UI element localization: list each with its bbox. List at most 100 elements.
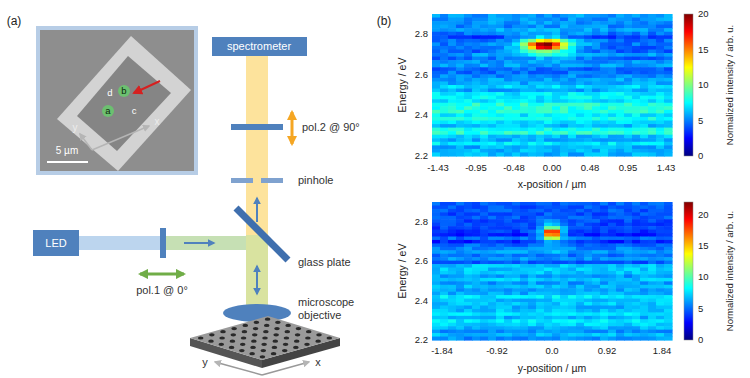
heatmap-cell bbox=[664, 60, 673, 64]
heatmap-cell bbox=[440, 281, 449, 285]
heatmap-cell bbox=[504, 28, 513, 32]
heatmap-cell bbox=[480, 226, 489, 230]
heatmap-cell bbox=[480, 212, 489, 216]
heatmap-cell bbox=[624, 99, 633, 103]
heatmap-cell bbox=[472, 21, 481, 25]
heatmap-cell bbox=[480, 254, 489, 258]
heatmap-cell bbox=[600, 138, 609, 142]
heatmap-cell bbox=[496, 209, 505, 213]
heatmap-cell bbox=[552, 243, 561, 247]
heatmap-cell bbox=[528, 25, 537, 29]
heatmap-cell bbox=[464, 85, 473, 89]
heatmap-cell bbox=[632, 25, 641, 29]
heatmap-cell bbox=[552, 219, 561, 223]
heatmap-cell bbox=[512, 117, 521, 121]
heatmap-cell bbox=[440, 85, 449, 89]
heatmap-cell bbox=[496, 205, 505, 209]
heatmap-cell bbox=[472, 103, 481, 107]
heatmap-cell bbox=[600, 74, 609, 78]
heatmap-cell bbox=[608, 230, 617, 234]
heatmap-cell bbox=[488, 202, 497, 206]
heatmap-cell bbox=[592, 103, 601, 107]
heatmap-cell bbox=[576, 42, 585, 46]
heatmap-cell bbox=[520, 124, 529, 128]
heatmap-cell bbox=[472, 274, 481, 278]
heatmap-cell bbox=[552, 74, 561, 78]
heatmap-cell bbox=[560, 50, 569, 54]
heatmap-cell bbox=[648, 74, 657, 78]
pinhole-plate bbox=[261, 178, 283, 183]
heatmap-cell bbox=[432, 50, 441, 54]
heatmap-cell bbox=[472, 89, 481, 93]
heatmap-cell bbox=[520, 212, 529, 216]
heatmap-cell bbox=[576, 243, 585, 247]
point-marker bbox=[102, 105, 114, 117]
heatmap-cell bbox=[640, 42, 649, 46]
heatmap-cell bbox=[624, 274, 633, 278]
heatmap-cell bbox=[464, 121, 473, 125]
heatmap-cell bbox=[432, 67, 441, 71]
heatmap-cell bbox=[584, 117, 593, 121]
heatmap-cell bbox=[536, 25, 545, 29]
heatmap-cell bbox=[528, 35, 537, 39]
heatmap-cell bbox=[496, 243, 505, 247]
heatmap-cell bbox=[664, 216, 673, 220]
heatmap-cell bbox=[624, 230, 633, 234]
heatmap-cell bbox=[496, 46, 505, 50]
heatmap-cell bbox=[560, 121, 569, 125]
heatmap-cell bbox=[488, 21, 497, 25]
heatmap-cell bbox=[456, 278, 465, 282]
heatmap-cell bbox=[480, 219, 489, 223]
heatmap-cell bbox=[624, 106, 633, 110]
heatmap-cell bbox=[576, 212, 585, 216]
heatmap-cell bbox=[576, 121, 585, 125]
heatmap-cell bbox=[608, 219, 617, 223]
heatmap-cell bbox=[496, 135, 505, 139]
heatmap-cell bbox=[576, 202, 585, 206]
heatmap-cell bbox=[560, 135, 569, 139]
heatmap-cell bbox=[528, 257, 537, 261]
heatmap-cell bbox=[544, 46, 553, 50]
heatmap-cell bbox=[536, 71, 545, 75]
heatmap-cell bbox=[544, 39, 553, 43]
heatmap-cell bbox=[488, 205, 497, 209]
heatmap-cell bbox=[640, 53, 649, 57]
heatmap-cell bbox=[528, 67, 537, 71]
heatmap-cell bbox=[560, 74, 569, 78]
heatmap-cell bbox=[656, 53, 665, 57]
heatmap-cell bbox=[496, 240, 505, 244]
heatmap-cell bbox=[568, 152, 577, 156]
heatmap-cell bbox=[504, 32, 513, 36]
heatmap-cell bbox=[536, 74, 545, 78]
heatmap-cell bbox=[600, 135, 609, 139]
heatmap-cell bbox=[648, 110, 657, 114]
heatmap-cell bbox=[616, 149, 625, 153]
heatmap-cell bbox=[488, 230, 497, 234]
heatmap-cell bbox=[664, 274, 673, 278]
heatmap-cell bbox=[608, 240, 617, 244]
heatmap-cell bbox=[440, 233, 449, 237]
heatmap-cell bbox=[664, 64, 673, 68]
heatmap-cell bbox=[520, 250, 529, 254]
heatmap-cell bbox=[624, 18, 633, 22]
heatmap-cell bbox=[480, 250, 489, 254]
heatmap-cell bbox=[544, 152, 553, 156]
heatmap-cell bbox=[536, 21, 545, 25]
heatmap-cell bbox=[576, 113, 585, 117]
heatmap-cell bbox=[640, 237, 649, 241]
heatmap-cell bbox=[584, 32, 593, 36]
heatmap-cell bbox=[488, 261, 497, 265]
heatmap-cell bbox=[632, 149, 641, 153]
heatmap-cell bbox=[488, 271, 497, 275]
heatmap-cell bbox=[504, 42, 513, 46]
heatmap-cell bbox=[560, 223, 569, 227]
heatmap-cell bbox=[512, 254, 521, 258]
heatmap-cell bbox=[512, 28, 521, 32]
heatmap-cell bbox=[608, 50, 617, 54]
heatmap-cell bbox=[472, 57, 481, 61]
heatmap-cell bbox=[608, 271, 617, 275]
heatmap-cell bbox=[536, 278, 545, 282]
heatmap-cell bbox=[552, 35, 561, 39]
heatmap-cell bbox=[560, 205, 569, 209]
heatmap-cell bbox=[608, 25, 617, 29]
